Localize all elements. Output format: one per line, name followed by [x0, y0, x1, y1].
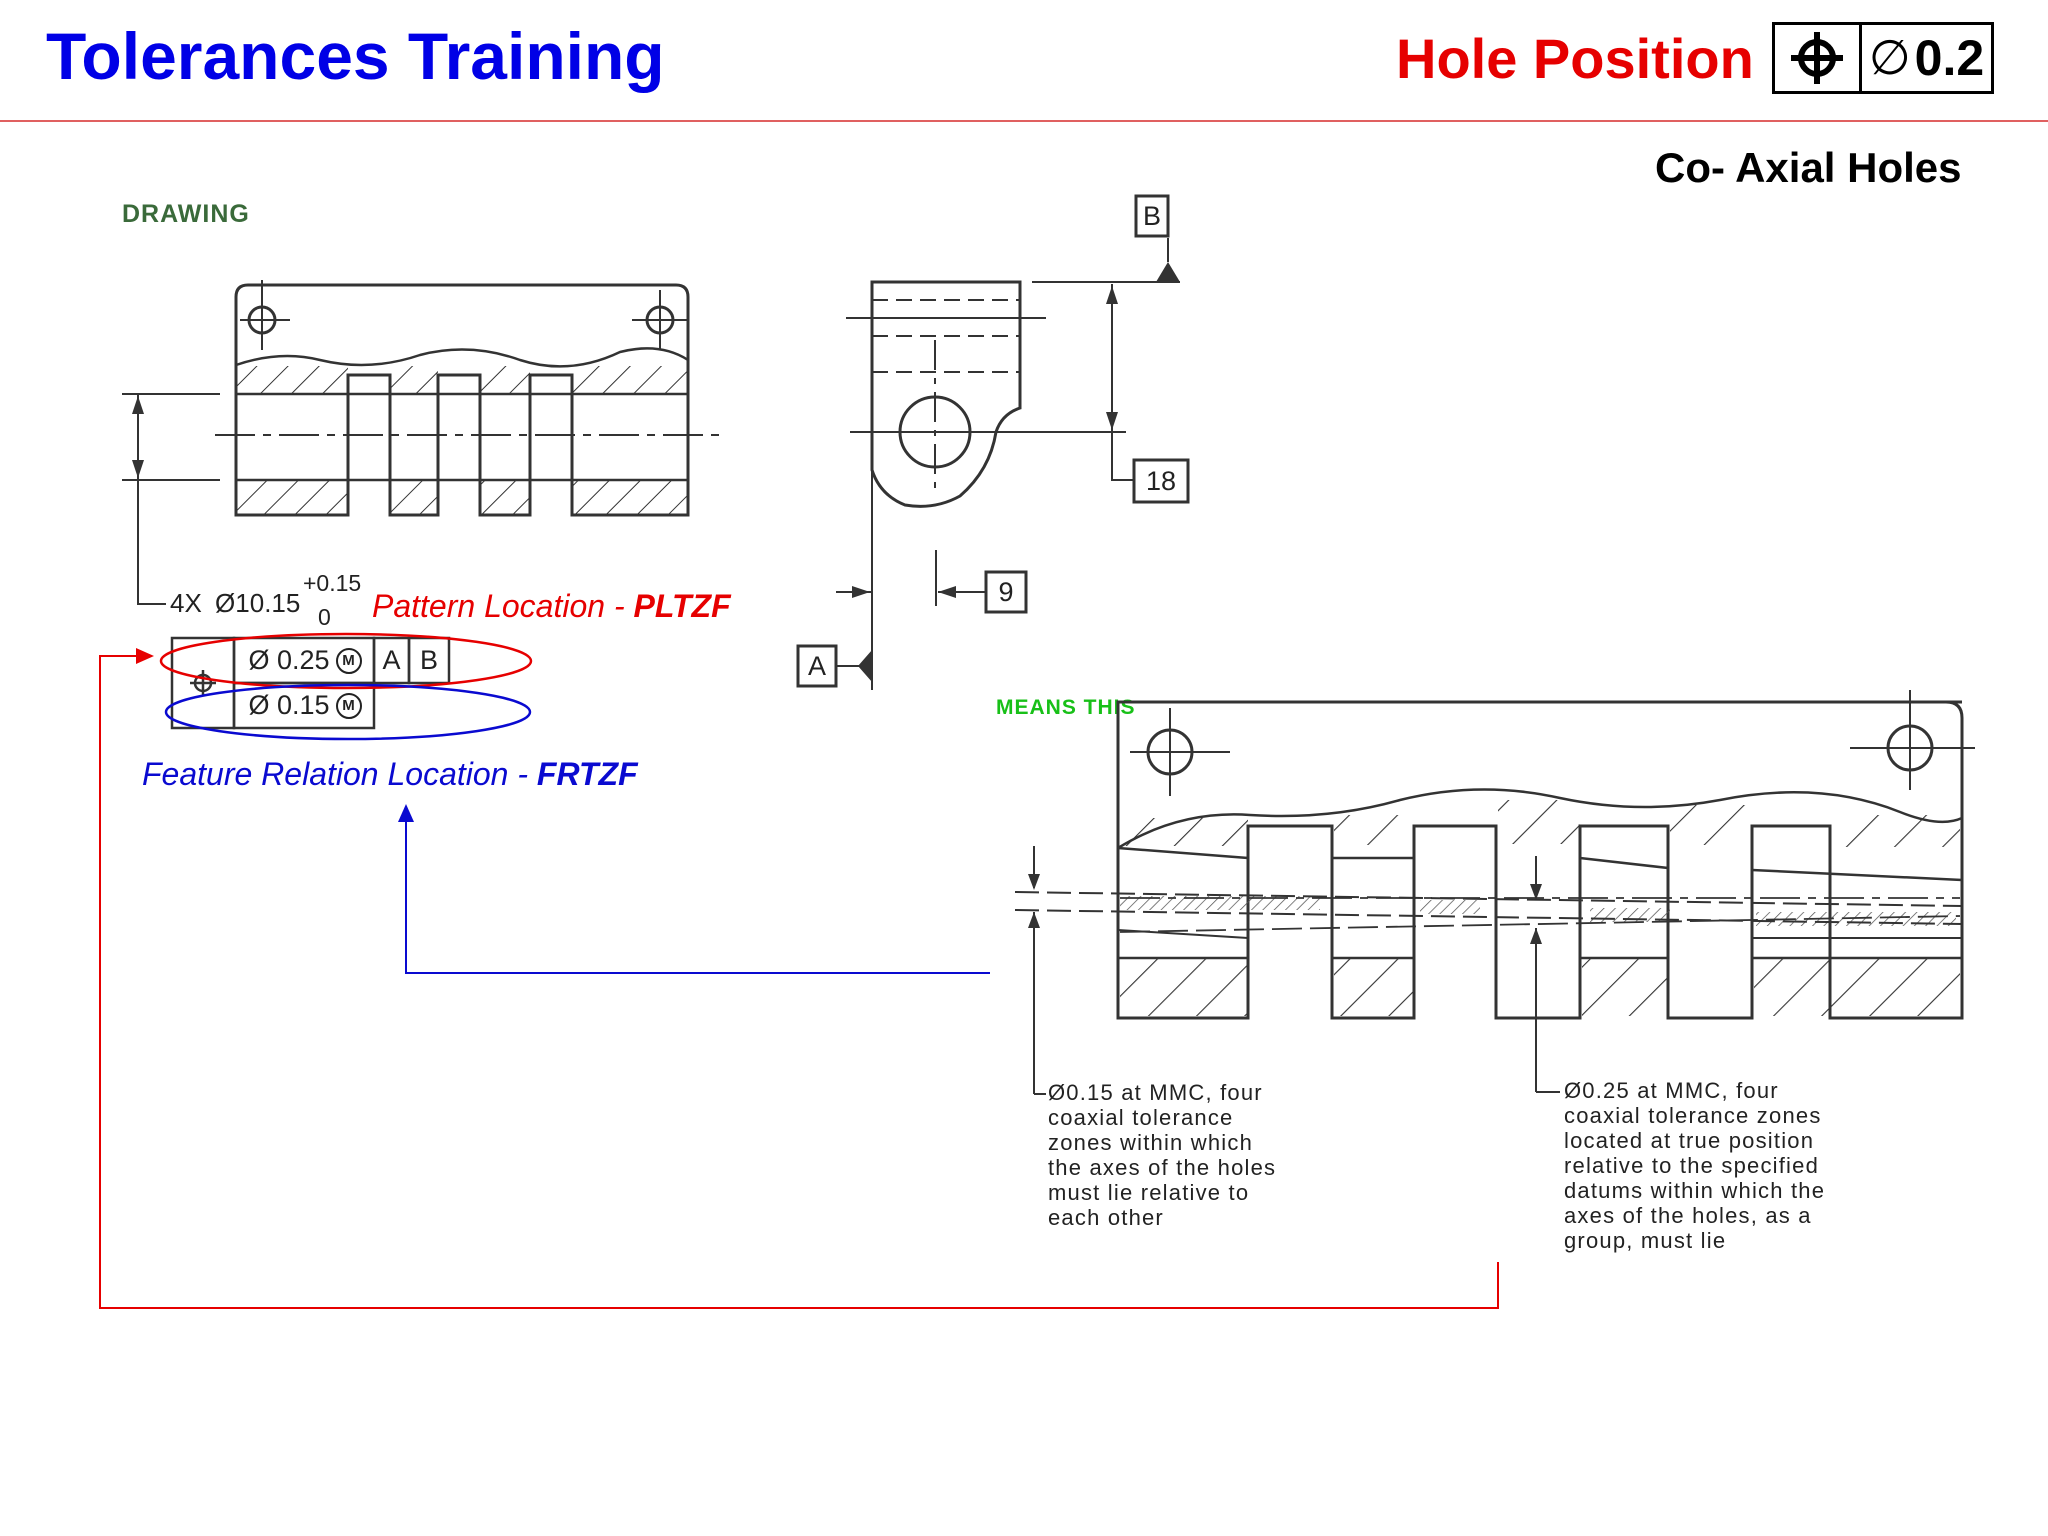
feature-relation-overlay: [164, 683, 990, 974]
pattern-location-text: Pattern Location -: [372, 588, 634, 624]
pattern-location-overlay: [99, 632, 1499, 1309]
header-control-frame: ∅ 0.2: [1772, 22, 1994, 94]
header-divider: [0, 120, 2048, 122]
tolerance-number: 0.2: [1914, 30, 1985, 86]
note-feature-relation: Ø0.15 at MMC, four coaxial tolerance zon…: [1048, 1080, 1277, 1230]
fcf-datum-b: B: [419, 645, 438, 675]
header-tolerance-value: ∅ 0.2: [1862, 25, 1991, 91]
hole-diameter: Ø10.15: [215, 588, 301, 618]
datum-a-label: A: [807, 650, 826, 681]
hole-callout: 4X Ø10.15: [170, 588, 300, 619]
drawing-label: DRAWING: [122, 200, 250, 228]
position-icon: [1775, 25, 1862, 91]
feature-relation-code: FRTZF: [536, 756, 638, 792]
front-view: [122, 280, 720, 605]
hole-lower-tolerance: 0: [318, 604, 331, 630]
note-pattern-location: Ø0.25 at MMC, four coaxial tolerance zon…: [1564, 1078, 1826, 1253]
fcf-upper-value: Ø 0.25: [248, 645, 330, 675]
means-this-view: [1014, 690, 1975, 1095]
fcf-datum-a: A: [382, 645, 401, 675]
section-title: Hole Position: [1396, 27, 1754, 90]
dimension-9: 9: [998, 576, 1014, 607]
hole-upper-tolerance: +0.15: [303, 570, 362, 596]
side-view: [796, 194, 1190, 690]
mmc-modifier-icon: M: [335, 692, 362, 719]
pattern-location-code: PLTZF: [633, 588, 731, 624]
page-subtitle: Co- Axial Holes: [1655, 144, 1962, 191]
pattern-location-label: Pattern Location - PLTZF: [372, 588, 731, 625]
feature-relation-label: Feature Relation Location - FRTZF: [142, 756, 638, 793]
feature-relation-text: Feature Relation Location -: [142, 756, 537, 792]
page-title: Tolerances Training: [46, 19, 665, 93]
dimension-18: 18: [1145, 465, 1177, 496]
means-this-label: MEANS THIS: [996, 696, 1136, 719]
mmc-modifier-icon: M: [335, 647, 362, 674]
hole-count: 4X: [170, 588, 202, 618]
diameter-symbol: ∅: [1868, 32, 1911, 85]
fcf-lower-value: Ø 0.15: [248, 690, 330, 720]
datum-b-label: B: [1142, 200, 1161, 231]
